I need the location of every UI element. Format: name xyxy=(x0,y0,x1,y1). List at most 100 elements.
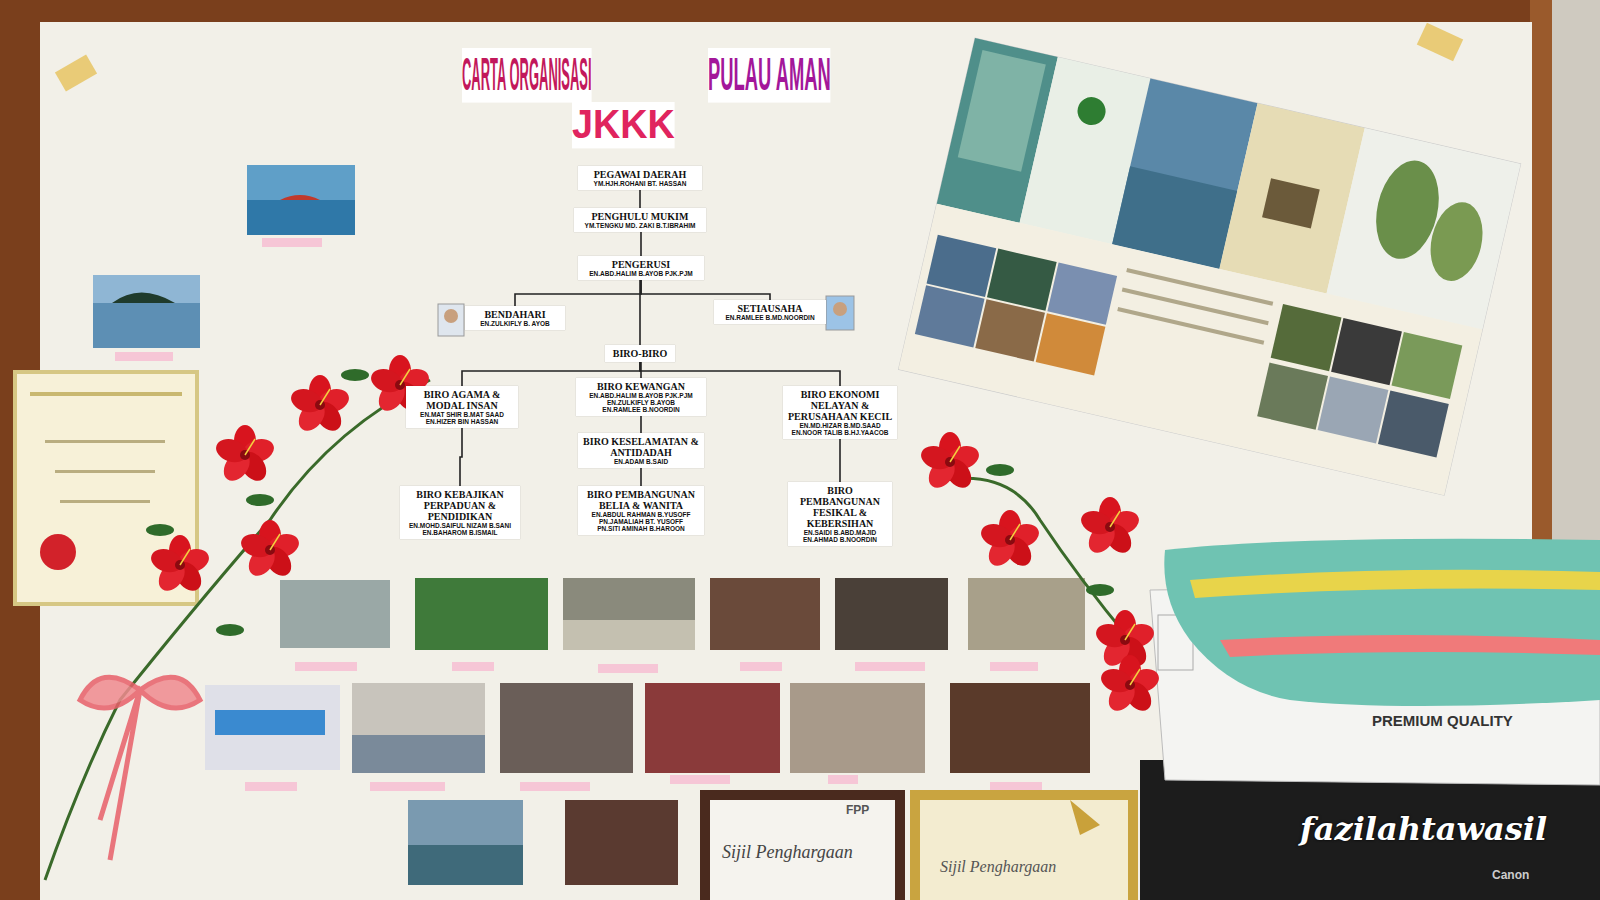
org-box: PENGERUSIEN.ABD.HALIM B.AYOB PJK.PJM xyxy=(578,256,704,280)
member-name: EN.ABD.HALIM B.AYOB PJK.PJM xyxy=(580,392,702,399)
certificate xyxy=(710,800,895,900)
portrait xyxy=(826,296,854,330)
certificate-line xyxy=(55,470,155,473)
box-heading: PENGHULU MUKIM xyxy=(578,211,702,222)
box-print: PREMIUM QUALITY xyxy=(1372,712,1513,729)
photo-detail xyxy=(280,195,320,200)
box-heading: BENDAHARI xyxy=(469,309,561,320)
org-box: BIRO KESELAMATAN & ANTIDADAHEN.ADAM B.SA… xyxy=(578,433,704,468)
certificate-line xyxy=(30,392,182,396)
member-name: YM.HJH.ROHANI BT. HASSAN xyxy=(582,180,698,187)
hibiscus-left xyxy=(45,355,432,880)
tag xyxy=(262,238,322,247)
photo xyxy=(247,165,355,235)
portrait xyxy=(438,304,464,336)
photo-sea xyxy=(247,200,355,235)
org-connector xyxy=(839,439,841,482)
chart-title: CARTA ORGANISASI xyxy=(462,48,592,103)
certificate xyxy=(920,800,1128,900)
member-name: EN.RAMLEE B.NOORDIN xyxy=(580,406,702,413)
member-name: EN.HIZER BIN HASSAN xyxy=(410,418,514,425)
box-heading: BIRO KEWANGAN xyxy=(580,381,702,392)
org-connector xyxy=(639,280,641,345)
hibiscus-right xyxy=(918,432,1162,716)
member-name: EN.NOOR TALIB B.HJ.YAACOB xyxy=(787,429,893,436)
box-heading: SETIAUSAHA xyxy=(718,303,822,314)
member-name: EN.ABD.HALIM B.AYOB PJK.PJM xyxy=(582,270,700,277)
member-name: EN.ABDUL RAHMAN B.YUSOFF xyxy=(582,511,700,518)
member-name: EN.AHMAD B.NOORDIN xyxy=(792,536,888,543)
org-box: BIRO PEMBANGUNAN BELIA & WANITAEN.ABDUL … xyxy=(578,486,704,535)
box-heading: BIRO AGAMA & MODAL INSAN xyxy=(410,389,514,411)
org-connector xyxy=(640,468,642,486)
photo-sea xyxy=(93,303,200,348)
ribbon xyxy=(1070,800,1100,835)
box-heading: BIRO PEMBANGUNAN BELIA & WANITA xyxy=(582,489,700,511)
certificate-title: Sijil Penghargaan xyxy=(722,842,853,863)
box-heading: PEGAWAI DAERAH xyxy=(582,169,698,180)
member-name: EN.ZULKIFLY B.AYOB xyxy=(580,399,702,406)
org-box: BIRO KEWANGANEN.ABD.HALIM B.AYOB PJK.PJM… xyxy=(576,378,706,416)
org-connector xyxy=(515,280,641,306)
org-box: BENDAHARIEN.ZULKIFLY B. AYOB xyxy=(465,306,565,330)
member-name: PN.SITI AMINAH B.HAROON xyxy=(582,525,700,532)
brand-mark: Canon xyxy=(1492,868,1529,882)
member-name: EN.RAMLEE B.MD.NOORDIN xyxy=(718,314,822,321)
box-heading: BIRO PEMBANGUNAN FESIKAL & KEBERSIHAN xyxy=(792,485,888,529)
member-name: EN.MD.HIZAR B.MD.SAAD xyxy=(787,422,893,429)
member-name: EN.MAT SHIR B.MAT SAAD xyxy=(410,411,514,418)
certificate-title: Sijil Penghargaan xyxy=(940,858,1056,876)
towel xyxy=(1164,539,1600,706)
towel-stripe xyxy=(1190,570,1600,598)
tag xyxy=(115,352,173,361)
seal xyxy=(40,534,76,570)
org-connector xyxy=(641,280,770,300)
watermark: fazilahtawasil xyxy=(1300,810,1547,848)
box-heading: BIRO EKONOMI NELAYAN & PERUSAHAAN KECIL xyxy=(787,389,893,422)
logo-text: FPP xyxy=(846,803,869,817)
tags xyxy=(245,662,1042,791)
tape xyxy=(1417,23,1463,62)
member-name: EN.ADAM B.SAID xyxy=(582,458,700,465)
org-box: BIRO-BIRO xyxy=(605,345,675,362)
org-connector xyxy=(640,362,642,378)
box-heading: BIRO KESELAMATAN & ANTIDADAH xyxy=(582,436,700,458)
box-heading: BIRO KEBAJIKAN PERPADUAN & PENDIDIKAN xyxy=(404,489,516,522)
member-name: EN.SAIDI B.ABD.MAJID xyxy=(792,529,888,536)
org-box: BIRO AGAMA & MODAL INSANEN.MAT SHIR B.MA… xyxy=(406,386,518,428)
org-connector xyxy=(460,428,462,486)
member-name: EN.MOHD.SAIFUL NIZAM B.SANI xyxy=(404,522,516,529)
org-box: BIRO KEBAJIKAN PERPADUAN & PENDIDIKANEN.… xyxy=(400,486,520,539)
org-connector xyxy=(639,190,641,208)
portrait-face xyxy=(444,309,458,323)
towel-stripe xyxy=(1220,635,1600,657)
place-title: PULAU AMAN xyxy=(708,48,831,103)
member-name: EN.ZULKIFLY B. AYOB xyxy=(469,320,561,327)
org-connector xyxy=(640,232,642,256)
org-box: SETIAUSAHAEN.RAMLEE B.MD.NOORDIN xyxy=(714,300,826,324)
brochure xyxy=(899,38,1521,495)
org-box: PEGAWAI DAERAHYM.HJH.ROHANI BT. HASSAN xyxy=(578,166,702,190)
certificate-frame xyxy=(700,790,905,900)
box-heading: PENGERUSI xyxy=(582,259,700,270)
member-name: PN.JAMALIAH BT. YUSOFF xyxy=(582,518,700,525)
org-box: BIRO EKONOMI NELAYAN & PERUSAHAAN KECILE… xyxy=(783,386,897,439)
org-connector xyxy=(640,416,642,433)
certificate-line xyxy=(45,440,165,443)
committee-title: JKKK xyxy=(572,102,675,148)
certificate-frame xyxy=(910,790,1138,900)
photo xyxy=(93,275,200,348)
member-name: YM.TENGKU MD. ZAKI B.T.IBRAHIM xyxy=(578,222,702,229)
photo-island xyxy=(112,293,175,304)
member-name: EN.BAHAROM B.ISMAIL xyxy=(404,529,516,536)
certificate-line xyxy=(60,500,150,503)
tape xyxy=(55,54,97,91)
portrait-face xyxy=(833,302,847,316)
org-box: BIRO PEMBANGUNAN FESIKAL & KEBERSIHANEN.… xyxy=(788,482,892,546)
org-box: PENGHULU MUKIMYM.TENGKU MD. ZAKI B.T.IBR… xyxy=(574,208,706,232)
box-heading: BIRO-BIRO xyxy=(609,348,671,359)
